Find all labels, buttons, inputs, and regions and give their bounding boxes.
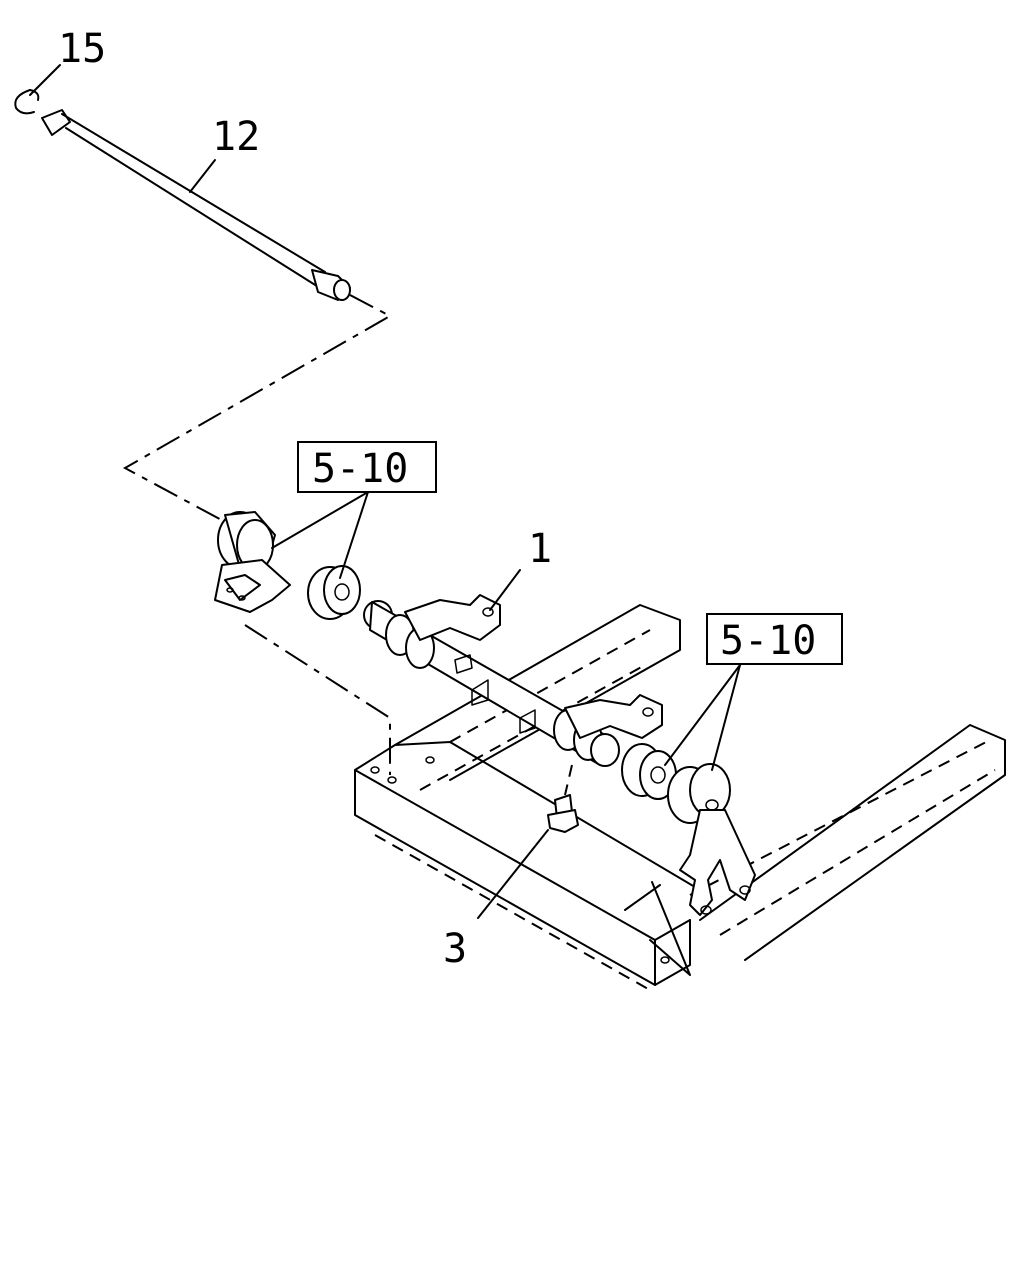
cross-shaft-part (363, 594, 663, 767)
label-part-12: 12 (212, 114, 260, 160)
label-part-3: 3 (443, 926, 467, 972)
left-bushing-part (307, 565, 361, 620)
right-bushing-part (621, 743, 677, 800)
assembly-line-rod-to-bracket (122, 294, 393, 531)
rod-part (41, 109, 351, 301)
left-bracket-part (214, 511, 291, 613)
triangle-marker (649, 881, 691, 976)
right-bracket-part (667, 763, 756, 916)
label-ref-right: 5-10 (720, 618, 816, 664)
clip-ring-part (14, 89, 40, 115)
label-part-15: 15 (58, 26, 106, 72)
label-part-1: 1 (528, 526, 552, 572)
ref-box-left (297, 441, 437, 493)
label-ref-left: 5-10 (312, 446, 408, 492)
assembly-line-bracket-to-frame (244, 624, 391, 775)
leader-lines (29, 64, 741, 919)
grease-nipple-part (547, 764, 579, 833)
ref-box-right (706, 613, 843, 665)
chassis-frame (354, 604, 1006, 991)
